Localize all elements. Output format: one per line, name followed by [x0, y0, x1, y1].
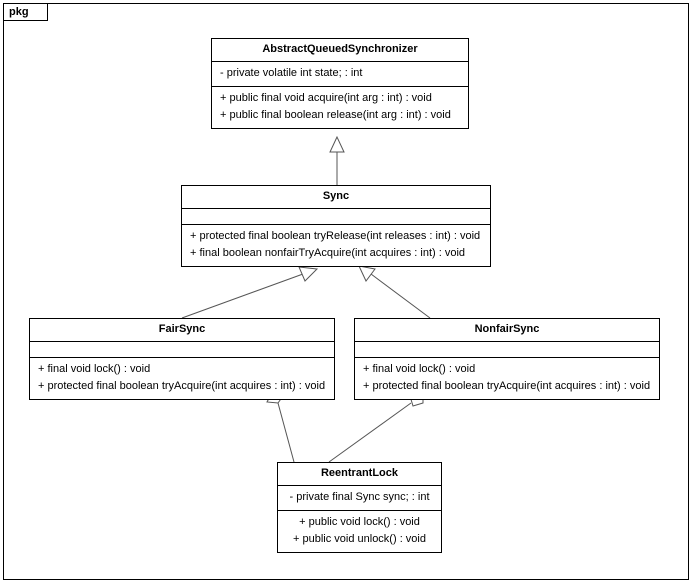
class-fair-sync[interactable]: FairSync + final void lock() : void + pr… [29, 318, 335, 400]
class-nonfair-sync[interactable]: NonfairSync + final void lock() : void +… [354, 318, 660, 400]
class-title: ReentrantLock [278, 463, 441, 486]
class-abstract-queued-synchronizer[interactable]: AbstractQueuedSynchronizer - private vol… [211, 38, 469, 129]
class-attribute: - private volatile int state; : int [220, 67, 363, 79]
class-attribute: - private final Sync sync; : int [289, 491, 430, 503]
generalization-sync-to-aqs [329, 135, 345, 188]
class-operation: + final void lock() : void [38, 363, 151, 375]
generalization-nonfairsync-to-sync [358, 265, 431, 319]
class-operation: + public final void acquire(int arg : in… [220, 92, 432, 104]
class-attributes [182, 209, 490, 225]
class-title: Sync [182, 186, 490, 209]
composition-reentrantlock-to-nonfairsync [328, 391, 424, 463]
class-attributes [355, 342, 659, 358]
class-sync[interactable]: Sync + protected final boolean tryReleas… [181, 185, 491, 267]
generalization-fairsync-to-sync [181, 266, 319, 319]
class-operation: + protected final boolean tryAcquire(int… [38, 380, 326, 392]
class-operations: + final void lock() : void + protected f… [355, 358, 659, 399]
class-operation: + public void unlock() : void [293, 533, 426, 545]
class-operation: + public void lock() : void [299, 516, 420, 528]
class-operation: + final void lock() : void [363, 363, 476, 375]
class-reentrant-lock[interactable]: ReentrantLock - private final Sync sync;… [277, 462, 442, 553]
package-label: pkg [3, 3, 48, 21]
class-title: NonfairSync [355, 319, 659, 342]
class-operation: + protected final boolean tryRelease(int… [190, 230, 481, 242]
class-attributes [30, 342, 334, 358]
class-title: AbstractQueuedSynchronizer [212, 39, 468, 62]
class-operations: + public void lock() : void + public voi… [278, 511, 441, 552]
class-operation: + protected final boolean tryAcquire(int… [363, 380, 651, 392]
class-title: FairSync [30, 319, 334, 342]
class-operation: + public final boolean release(int arg :… [220, 109, 451, 121]
class-operations: + public final void acquire(int arg : in… [212, 87, 468, 128]
class-operations: + final void lock() : void + protected f… [30, 358, 334, 399]
class-attributes: - private final Sync sync; : int [278, 486, 441, 511]
class-operations: + protected final boolean tryRelease(int… [182, 225, 490, 266]
class-operation: + final boolean nonfairTryAcquire(int ac… [190, 247, 466, 259]
class-attributes: - private volatile int state; : int [212, 62, 468, 87]
